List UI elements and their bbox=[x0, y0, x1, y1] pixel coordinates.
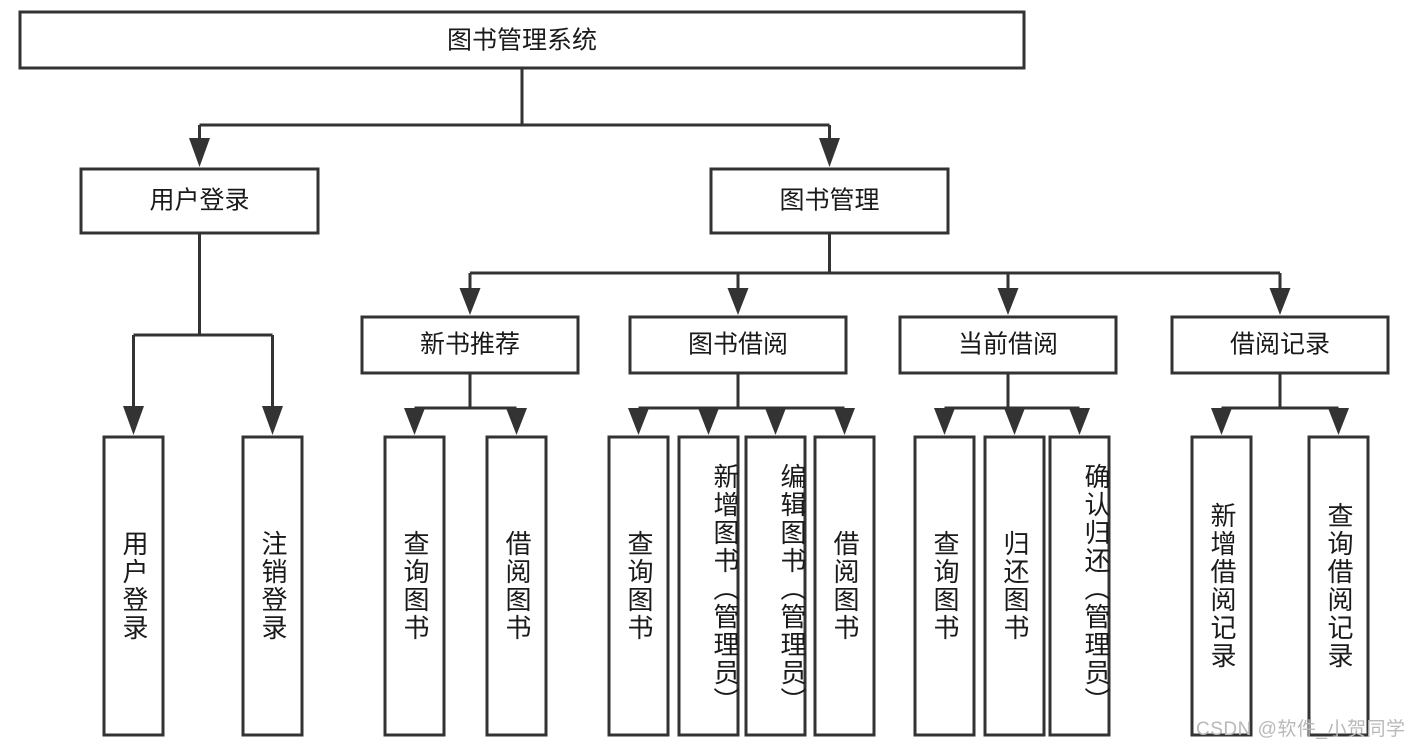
arrow-head-leaf-borrow-book-1 bbox=[506, 408, 527, 435]
arrow-head-leaf-user-login bbox=[123, 406, 144, 435]
node-borrow-record-box[interactable] bbox=[1170, 315, 1390, 375]
arrow-head-leaf-query-book-1 bbox=[404, 408, 425, 435]
connector-layer bbox=[123, 68, 1349, 435]
arrow-head-leaf-logout bbox=[262, 406, 283, 435]
node-book-management-box[interactable] bbox=[709, 167, 950, 235]
node-leaf-query-book-2-box[interactable] bbox=[607, 435, 670, 737]
node-new-book-recommend[interactable]: 新书推荐 bbox=[360, 315, 580, 375]
node-book-management[interactable]: 图书管理 bbox=[709, 167, 950, 235]
node-borrow-record[interactable]: 借阅记录 bbox=[1170, 315, 1390, 375]
arrow-head-user-login bbox=[189, 138, 210, 167]
arrow-head-leaf-query-book-3 bbox=[934, 408, 955, 435]
arrow-head-leaf-confirm-return bbox=[1069, 408, 1090, 435]
csdn-watermark: CSDN @软件_小贺同学 bbox=[1196, 719, 1405, 740]
node-root-label: 图书管理系统 bbox=[447, 27, 597, 55]
node-current-borrow-box[interactable] bbox=[898, 315, 1118, 375]
node-new-book-recommend-box[interactable] bbox=[360, 315, 580, 375]
node-book-borrow[interactable]: 图书借阅 bbox=[628, 315, 848, 375]
node-leaf-add-book-box[interactable] bbox=[677, 435, 740, 737]
arrow-head-book-management bbox=[819, 138, 840, 167]
node-leaf-query-borrow-record-box[interactable] bbox=[1307, 435, 1370, 737]
arrow-head-leaf-return-book bbox=[1004, 408, 1025, 435]
node-current-borrow-label: 当前借阅 bbox=[958, 331, 1058, 359]
node-book-borrow-box[interactable] bbox=[628, 315, 848, 375]
leaf-box-layer bbox=[102, 435, 1370, 737]
node-book-management-label: 图书管理 bbox=[779, 187, 879, 215]
arrow-head-leaf-borrow-book-2 bbox=[834, 408, 855, 435]
node-current-borrow[interactable]: 当前借阅 bbox=[898, 315, 1118, 375]
node-user-login-box[interactable] bbox=[79, 167, 320, 235]
node-new-book-recommend-label: 新书推荐 bbox=[420, 331, 520, 359]
node-leaf-borrow-book-1-box[interactable] bbox=[485, 435, 548, 737]
node-layer: 图书管理系统 用户登录 图书管理 新书推荐 图书借阅 bbox=[18, 10, 1390, 737]
node-user-login-label: 用户登录 bbox=[149, 187, 249, 215]
arrow-head-leaf-edit-book bbox=[765, 408, 786, 435]
node-leaf-query-book-3-box[interactable] bbox=[913, 435, 976, 737]
node-leaf-query-book-1-box[interactable] bbox=[383, 435, 446, 737]
arrow-head-leaf-query-borrow-record bbox=[1328, 408, 1349, 435]
node-leaf-user-login-box[interactable] bbox=[102, 435, 165, 737]
node-leaf-borrow-book-2-box[interactable] bbox=[813, 435, 876, 737]
arrow-head-leaf-add-borrow-record bbox=[1211, 408, 1232, 435]
node-leaf-confirm-return-box[interactable] bbox=[1048, 435, 1111, 737]
node-leaf-return-book-box[interactable] bbox=[983, 435, 1046, 737]
arrow-head-leaf-add-book bbox=[698, 408, 719, 435]
node-leaf-edit-book-box[interactable] bbox=[744, 435, 807, 737]
node-leaf-logout-box[interactable] bbox=[241, 435, 304, 737]
arrow-head-new-book-recommend bbox=[459, 288, 481, 315]
node-user-login[interactable]: 用户登录 bbox=[79, 167, 320, 235]
arrow-head-borrow-record bbox=[1269, 288, 1291, 315]
node-root-box[interactable] bbox=[18, 10, 1026, 70]
node-root[interactable]: 图书管理系统 bbox=[18, 10, 1026, 70]
arrow-head-current-borrow bbox=[997, 288, 1019, 315]
arrow-head-book-borrow bbox=[727, 288, 749, 315]
node-book-borrow-label: 图书借阅 bbox=[688, 331, 788, 359]
node-borrow-record-label: 借阅记录 bbox=[1230, 331, 1330, 359]
node-leaf-add-borrow-record-box[interactable] bbox=[1190, 435, 1253, 737]
arrow-head-leaf-query-book-2 bbox=[628, 408, 649, 435]
